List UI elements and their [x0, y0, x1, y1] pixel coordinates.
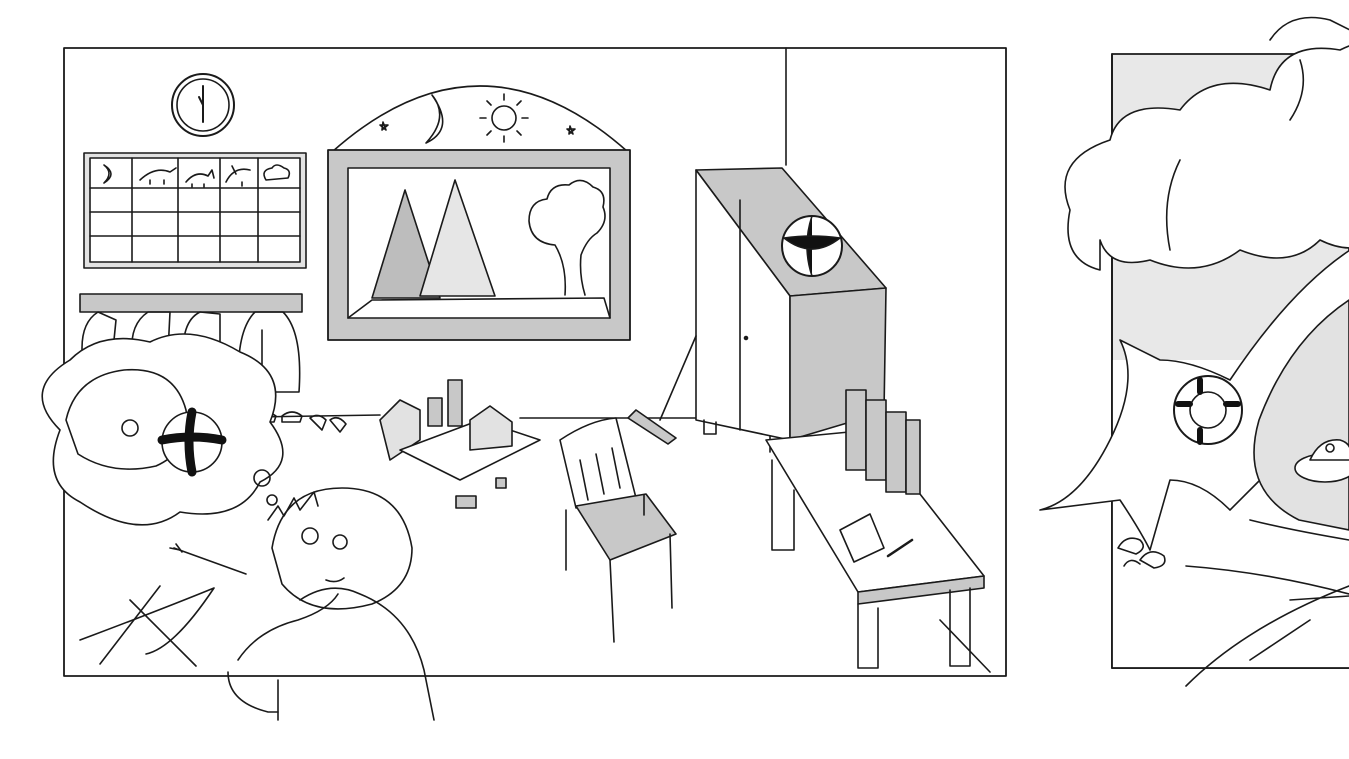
table — [766, 390, 984, 668]
coat-4 — [238, 312, 299, 392]
pine-tree-dark — [372, 190, 440, 298]
wall-clock — [172, 74, 234, 136]
thought-bubble — [42, 334, 283, 525]
paper-sheet — [840, 514, 884, 562]
room-panel — [42, 48, 1006, 720]
branches — [1186, 520, 1349, 686]
calendar-rabbit-icon — [226, 166, 250, 186]
broom — [628, 336, 696, 444]
calendar-moon-icon — [104, 165, 111, 183]
dream-boy-head — [66, 370, 187, 469]
room-frame — [64, 48, 1006, 676]
window-tree — [529, 180, 605, 295]
arrow — [174, 548, 246, 574]
calendar-cat-icon — [186, 170, 214, 187]
arrow — [100, 586, 160, 664]
beach-ball — [782, 216, 842, 276]
bow — [80, 588, 214, 654]
calendar — [84, 153, 306, 268]
oak-tree-canopy — [1065, 42, 1349, 270]
arrow — [130, 600, 196, 666]
books — [846, 390, 920, 494]
toy-blocks — [380, 380, 540, 508]
wardrobe — [696, 168, 886, 452]
life-ring — [1174, 376, 1242, 444]
window-landscape — [328, 150, 630, 340]
night-sky-arch — [332, 86, 628, 152]
star-icon — [380, 122, 388, 130]
mushrooms — [1118, 538, 1165, 568]
pine-tree-light — [420, 180, 495, 296]
bow-and-arrows — [80, 544, 246, 666]
calendar-cloud-icon — [264, 165, 289, 180]
boy — [228, 488, 434, 720]
pencil — [888, 540, 912, 556]
moon-icon — [426, 95, 443, 143]
sun-icon — [492, 106, 516, 130]
outdoor-panel — [1040, 18, 1349, 687]
chair — [560, 418, 676, 642]
star-icon — [567, 126, 575, 134]
calendar-dino-icon — [140, 168, 176, 184]
frog — [1295, 440, 1349, 482]
